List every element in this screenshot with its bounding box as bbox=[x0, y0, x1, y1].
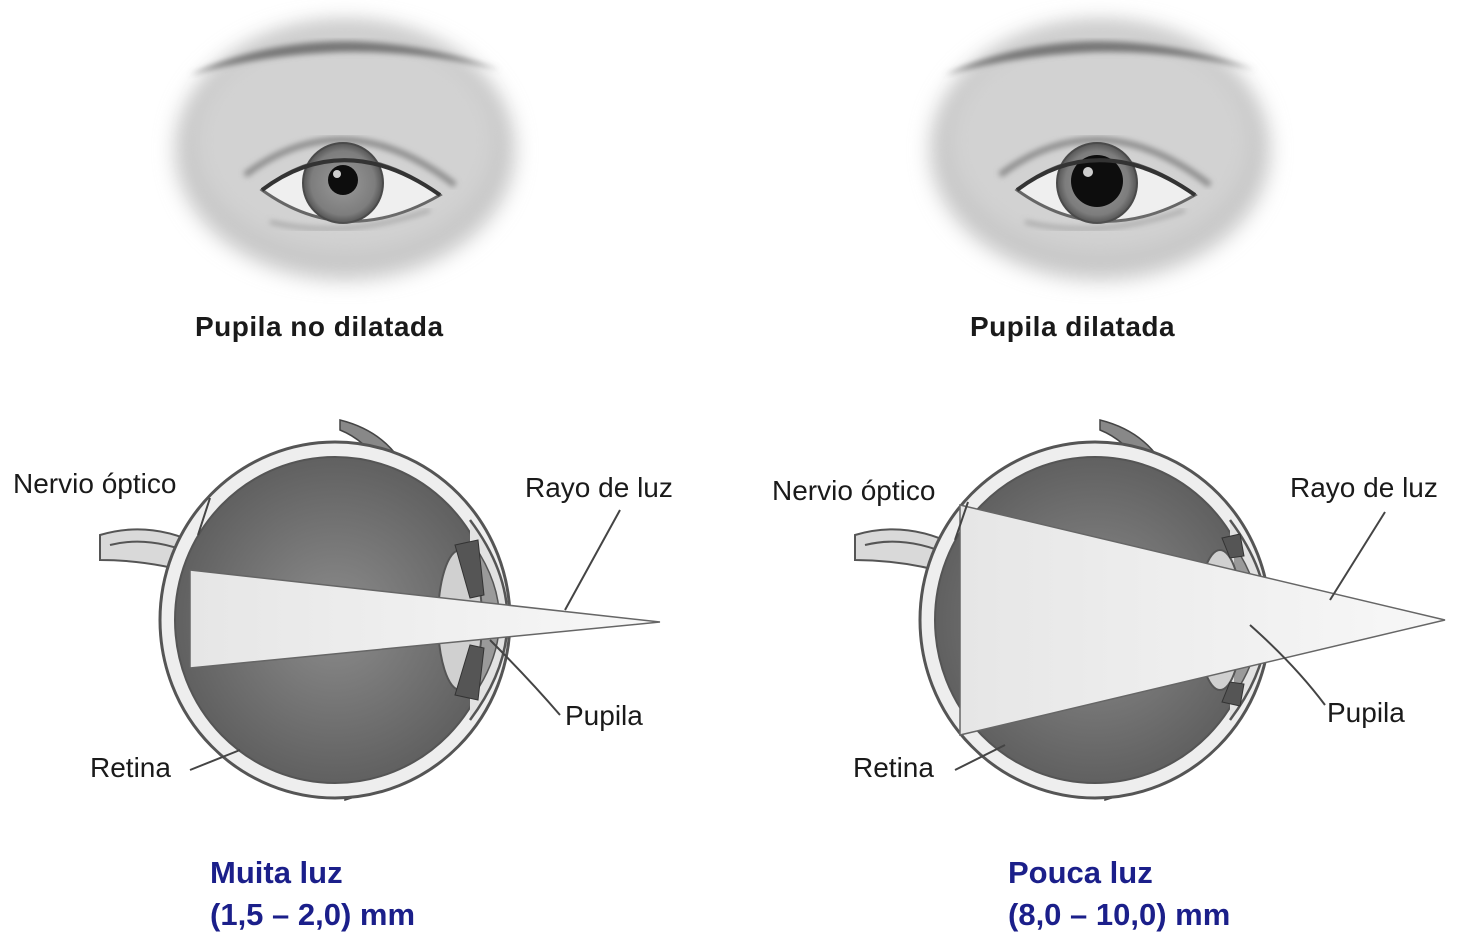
condition-little-light: Pouca luz bbox=[1008, 852, 1153, 894]
label-retina: Retina bbox=[90, 752, 171, 784]
label-pupil: Pupila bbox=[1327, 697, 1405, 729]
eye-caption-dilated: Pupila dilatada bbox=[970, 311, 1175, 343]
pupil-range-little-light: (8,0 – 10,0) mm bbox=[1008, 894, 1230, 936]
label-light-ray: Rayo de luz bbox=[1290, 472, 1438, 504]
condition-much-light: Muita luz bbox=[210, 852, 343, 894]
eye-caption-not-dilated: Pupila no dilatada bbox=[195, 311, 444, 343]
label-pupil: Pupila bbox=[565, 700, 643, 732]
label-retina: Retina bbox=[853, 752, 934, 784]
label-optic-nerve: Nervio óptico bbox=[13, 468, 176, 500]
label-light-ray: Rayo de luz bbox=[525, 472, 673, 504]
label-optic-nerve: Nervio óptico bbox=[772, 475, 935, 507]
eye-front-icon bbox=[175, 20, 515, 280]
eye-front-icon bbox=[930, 20, 1270, 280]
pupil-range-much-light: (1,5 – 2,0) mm bbox=[210, 894, 415, 936]
